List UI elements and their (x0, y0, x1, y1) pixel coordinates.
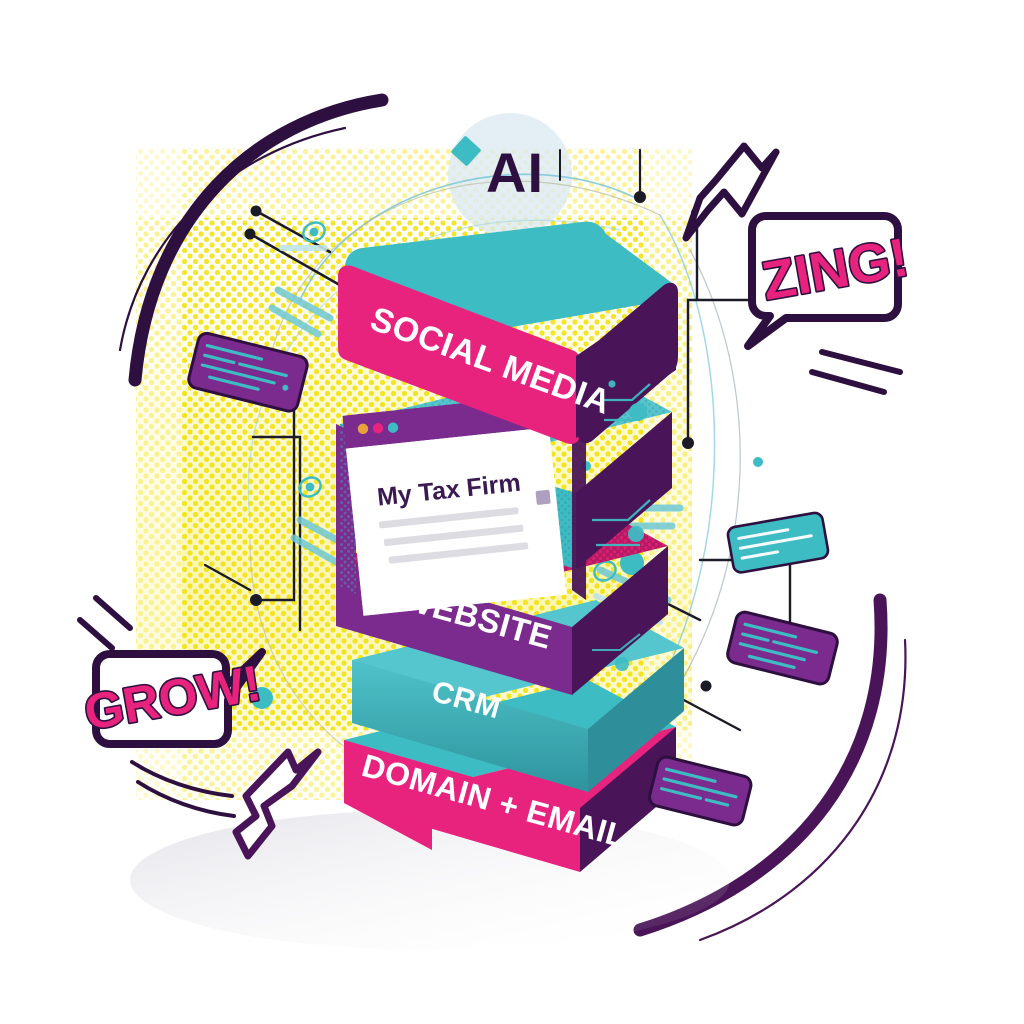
window-dot-3 (387, 422, 399, 433)
lightning-bolt-bottom-left (232, 748, 322, 860)
window-dot-1 (357, 423, 369, 434)
placeholder-lines (378, 507, 529, 564)
code-snippet-right-lower[interactable] (648, 755, 753, 827)
stack-layer-social-media[interactable]: SOCIAL MEDIA (338, 221, 678, 444)
zing-speech-bubble[interactable]: ZING! (744, 212, 914, 350)
arc-top-left-thin (118, 126, 347, 352)
ai-label: AI (486, 141, 544, 204)
lightning-bolt-top-right (682, 142, 780, 242)
code-snippet-right-mid[interactable] (726, 610, 839, 686)
speed-lines-left (130, 760, 236, 818)
speed-lines-grow-top (77, 595, 133, 651)
stack-layer-domain-email[interactable]: DOMAIN + EMAIL (344, 680, 676, 872)
code-snippet-right-upper[interactable] (726, 511, 830, 574)
ai-badge: AI (486, 141, 544, 204)
arc-bottom-right-thin (698, 638, 907, 942)
code-snippet-left[interactable] (187, 331, 309, 413)
speed-lines-right (809, 349, 903, 395)
window-dot-2 (372, 423, 384, 434)
arc-top-left-thick (128, 93, 389, 387)
